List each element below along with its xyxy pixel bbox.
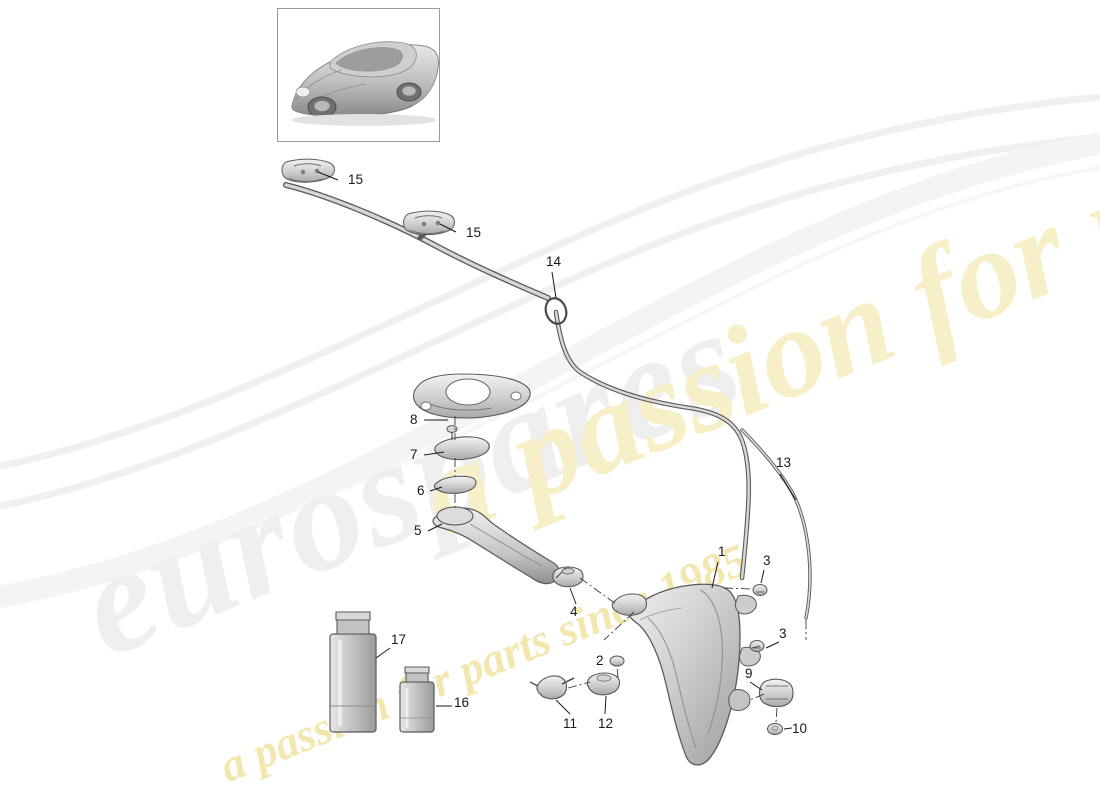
callout-8: 8 xyxy=(410,412,418,427)
callout-12: 12 xyxy=(598,716,614,731)
callout-14: 14 xyxy=(546,254,562,269)
callout-15-left: 15 xyxy=(348,172,364,187)
washer-fluid-bottle-large xyxy=(329,611,377,733)
assembly-axis-lines xyxy=(454,416,807,723)
washer-fluid-bottle-small xyxy=(399,666,435,733)
washer-fluid-reservoir xyxy=(611,583,761,766)
seal-part-10 xyxy=(767,723,783,735)
callout-3-upper: 3 xyxy=(763,553,771,568)
filler-cap xyxy=(434,425,490,461)
callout-1: 1 xyxy=(718,544,726,559)
washer-pump-part-9 xyxy=(758,678,794,708)
fastener-part-3-upper xyxy=(752,584,768,596)
callout-13: 13 xyxy=(776,455,792,470)
vehicle-thumbnail-art xyxy=(277,8,440,142)
grommet-part-4 xyxy=(552,566,584,588)
level-sensor-part-11 xyxy=(529,675,575,700)
callout-3-lower: 3 xyxy=(779,626,787,641)
callout-11: 11 xyxy=(563,716,578,731)
sensor-seal-part-12 xyxy=(586,672,621,696)
callout-16: 16 xyxy=(454,695,470,710)
callout-leader-lines xyxy=(317,171,797,730)
fastener-part-3-lower xyxy=(749,640,765,652)
callout-7: 7 xyxy=(410,447,418,462)
callout-6: 6 xyxy=(417,483,425,498)
filler-neck-bracket xyxy=(412,373,531,419)
callout-10: 10 xyxy=(792,721,808,736)
washer-hose-assembly xyxy=(283,182,812,620)
callout-5: 5 xyxy=(414,523,422,538)
washer-nozzle-left xyxy=(281,158,335,183)
callout-2: 2 xyxy=(596,653,604,668)
callout-17: 17 xyxy=(391,632,407,647)
callout-9: 9 xyxy=(745,666,753,681)
washer-nozzle-right xyxy=(403,210,455,236)
callout-15-right: 15 xyxy=(466,225,482,240)
filler-seal xyxy=(433,475,477,494)
callout-4: 4 xyxy=(570,604,578,619)
